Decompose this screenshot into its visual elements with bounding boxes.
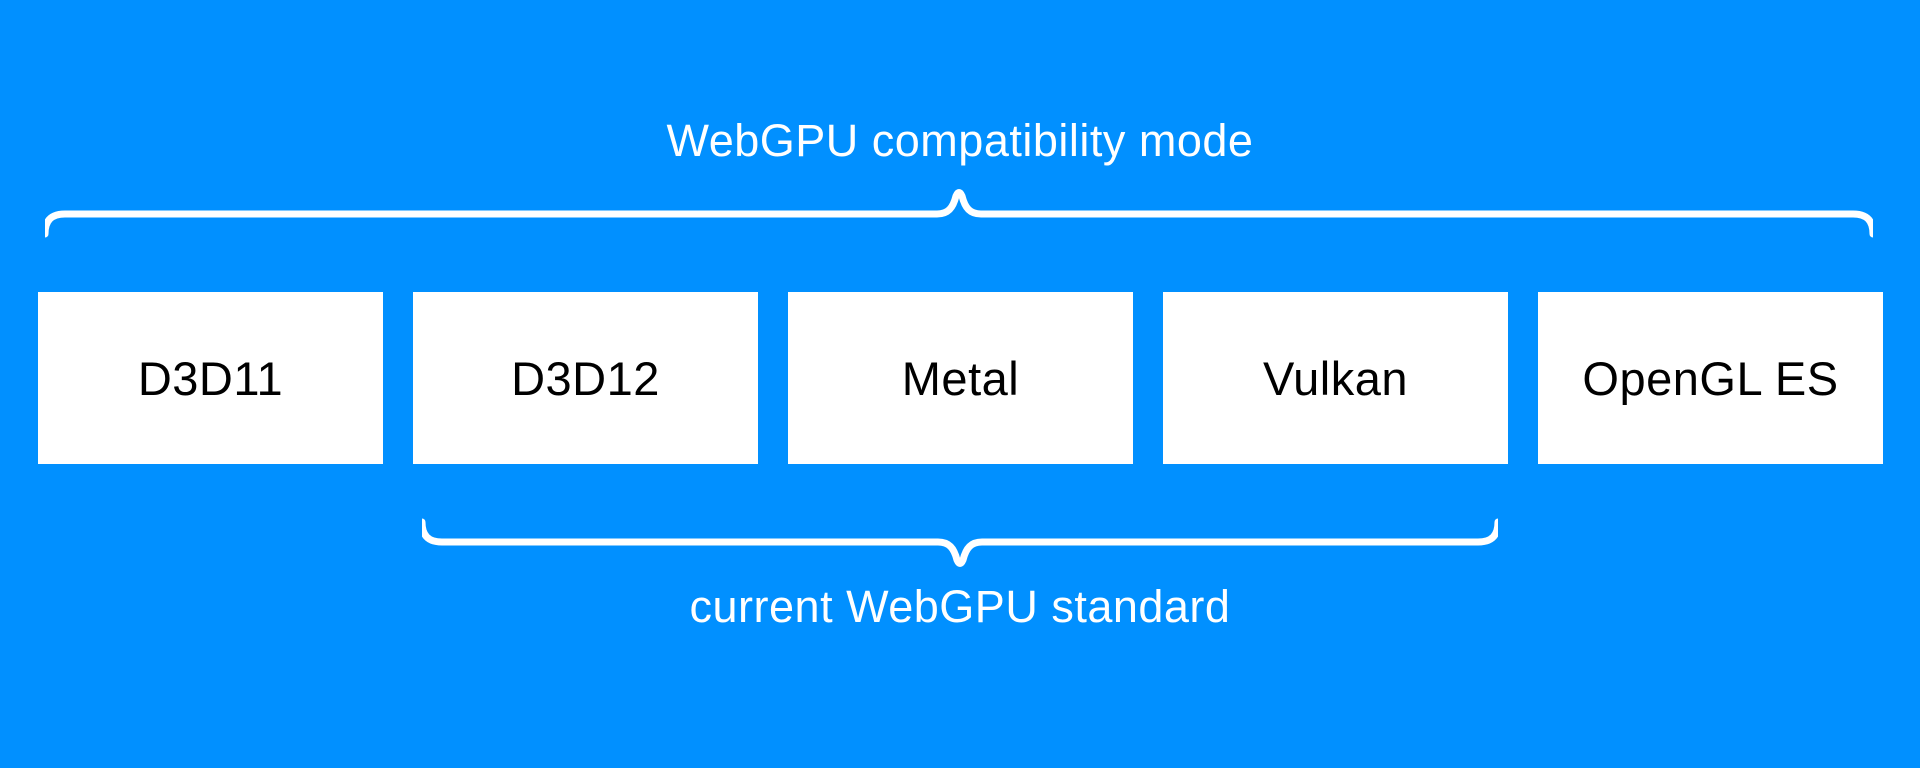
api-boxes-row: D3D11 D3D12 Metal Vulkan OpenGL ES xyxy=(38,292,1883,464)
top-brace xyxy=(45,189,1873,238)
api-box-label: Vulkan xyxy=(1263,351,1408,405)
api-box-d3d12: D3D12 xyxy=(413,292,758,464)
api-box-label: D3D12 xyxy=(511,351,660,405)
bottom-brace xyxy=(422,518,1498,567)
api-box-label: Metal xyxy=(901,351,1020,405)
current-standard-label: current WebGPU standard xyxy=(689,581,1231,632)
api-box-vulkan: Vulkan xyxy=(1163,292,1508,464)
api-box-metal: Metal xyxy=(788,292,1133,464)
api-box-d3d11: D3D11 xyxy=(38,292,383,464)
api-box-label: OpenGL ES xyxy=(1582,351,1839,405)
api-box-opengl-es: OpenGL ES xyxy=(1538,292,1883,464)
compatibility-mode-label: WebGPU compatibility mode xyxy=(666,115,1254,166)
api-box-label: D3D11 xyxy=(137,351,284,405)
